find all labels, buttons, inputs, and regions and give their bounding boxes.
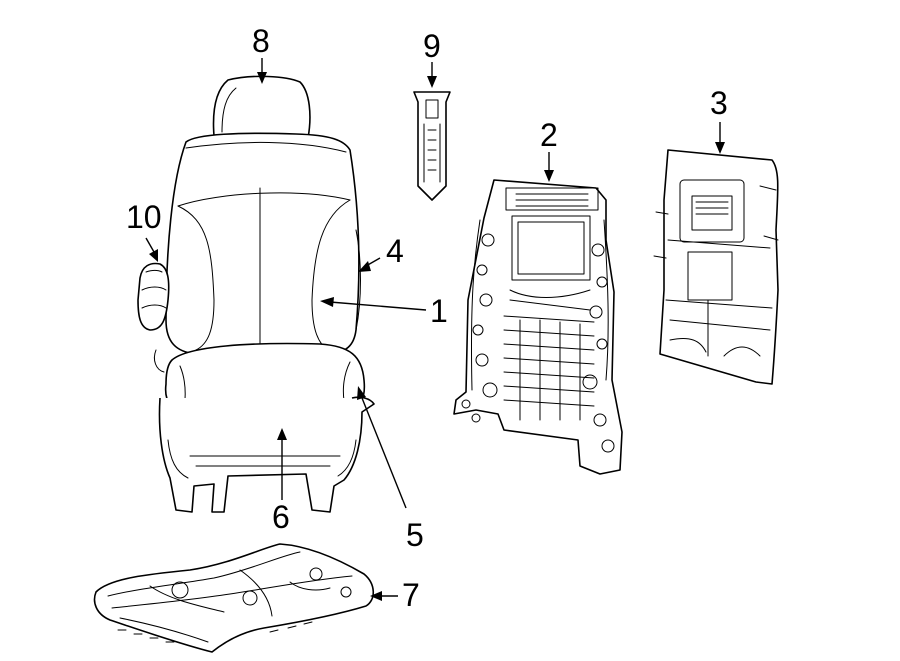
headrest-part [212, 75, 311, 139]
callout-7: 7 [402, 577, 420, 613]
callout-8: 8 [252, 23, 270, 59]
seat-cushion-frame-part [93, 543, 375, 653]
recliner-handle-part [137, 262, 170, 331]
leader-lines [145, 58, 725, 601]
callout-10: 10 [126, 199, 162, 235]
headrest-guide-clip-part [413, 91, 451, 201]
seat-base-frame [153, 349, 375, 513]
callout-5: 5 [406, 517, 424, 553]
side-shield-part [355, 229, 361, 331]
callout-9: 9 [423, 28, 441, 64]
callout-6: 6 [272, 499, 290, 535]
seat-back-panel-part [653, 149, 779, 385]
seat-back-frame-part [453, 179, 623, 475]
callout-4: 4 [386, 233, 404, 269]
seat-assembly [137, 75, 375, 513]
callout-3: 3 [710, 85, 728, 121]
seat-back-part [165, 132, 360, 355]
callout-2: 2 [540, 117, 558, 153]
callout-1: 1 [430, 293, 448, 329]
callout-labels: 8 9 2 3 10 4 1 6 5 7 [126, 23, 728, 613]
